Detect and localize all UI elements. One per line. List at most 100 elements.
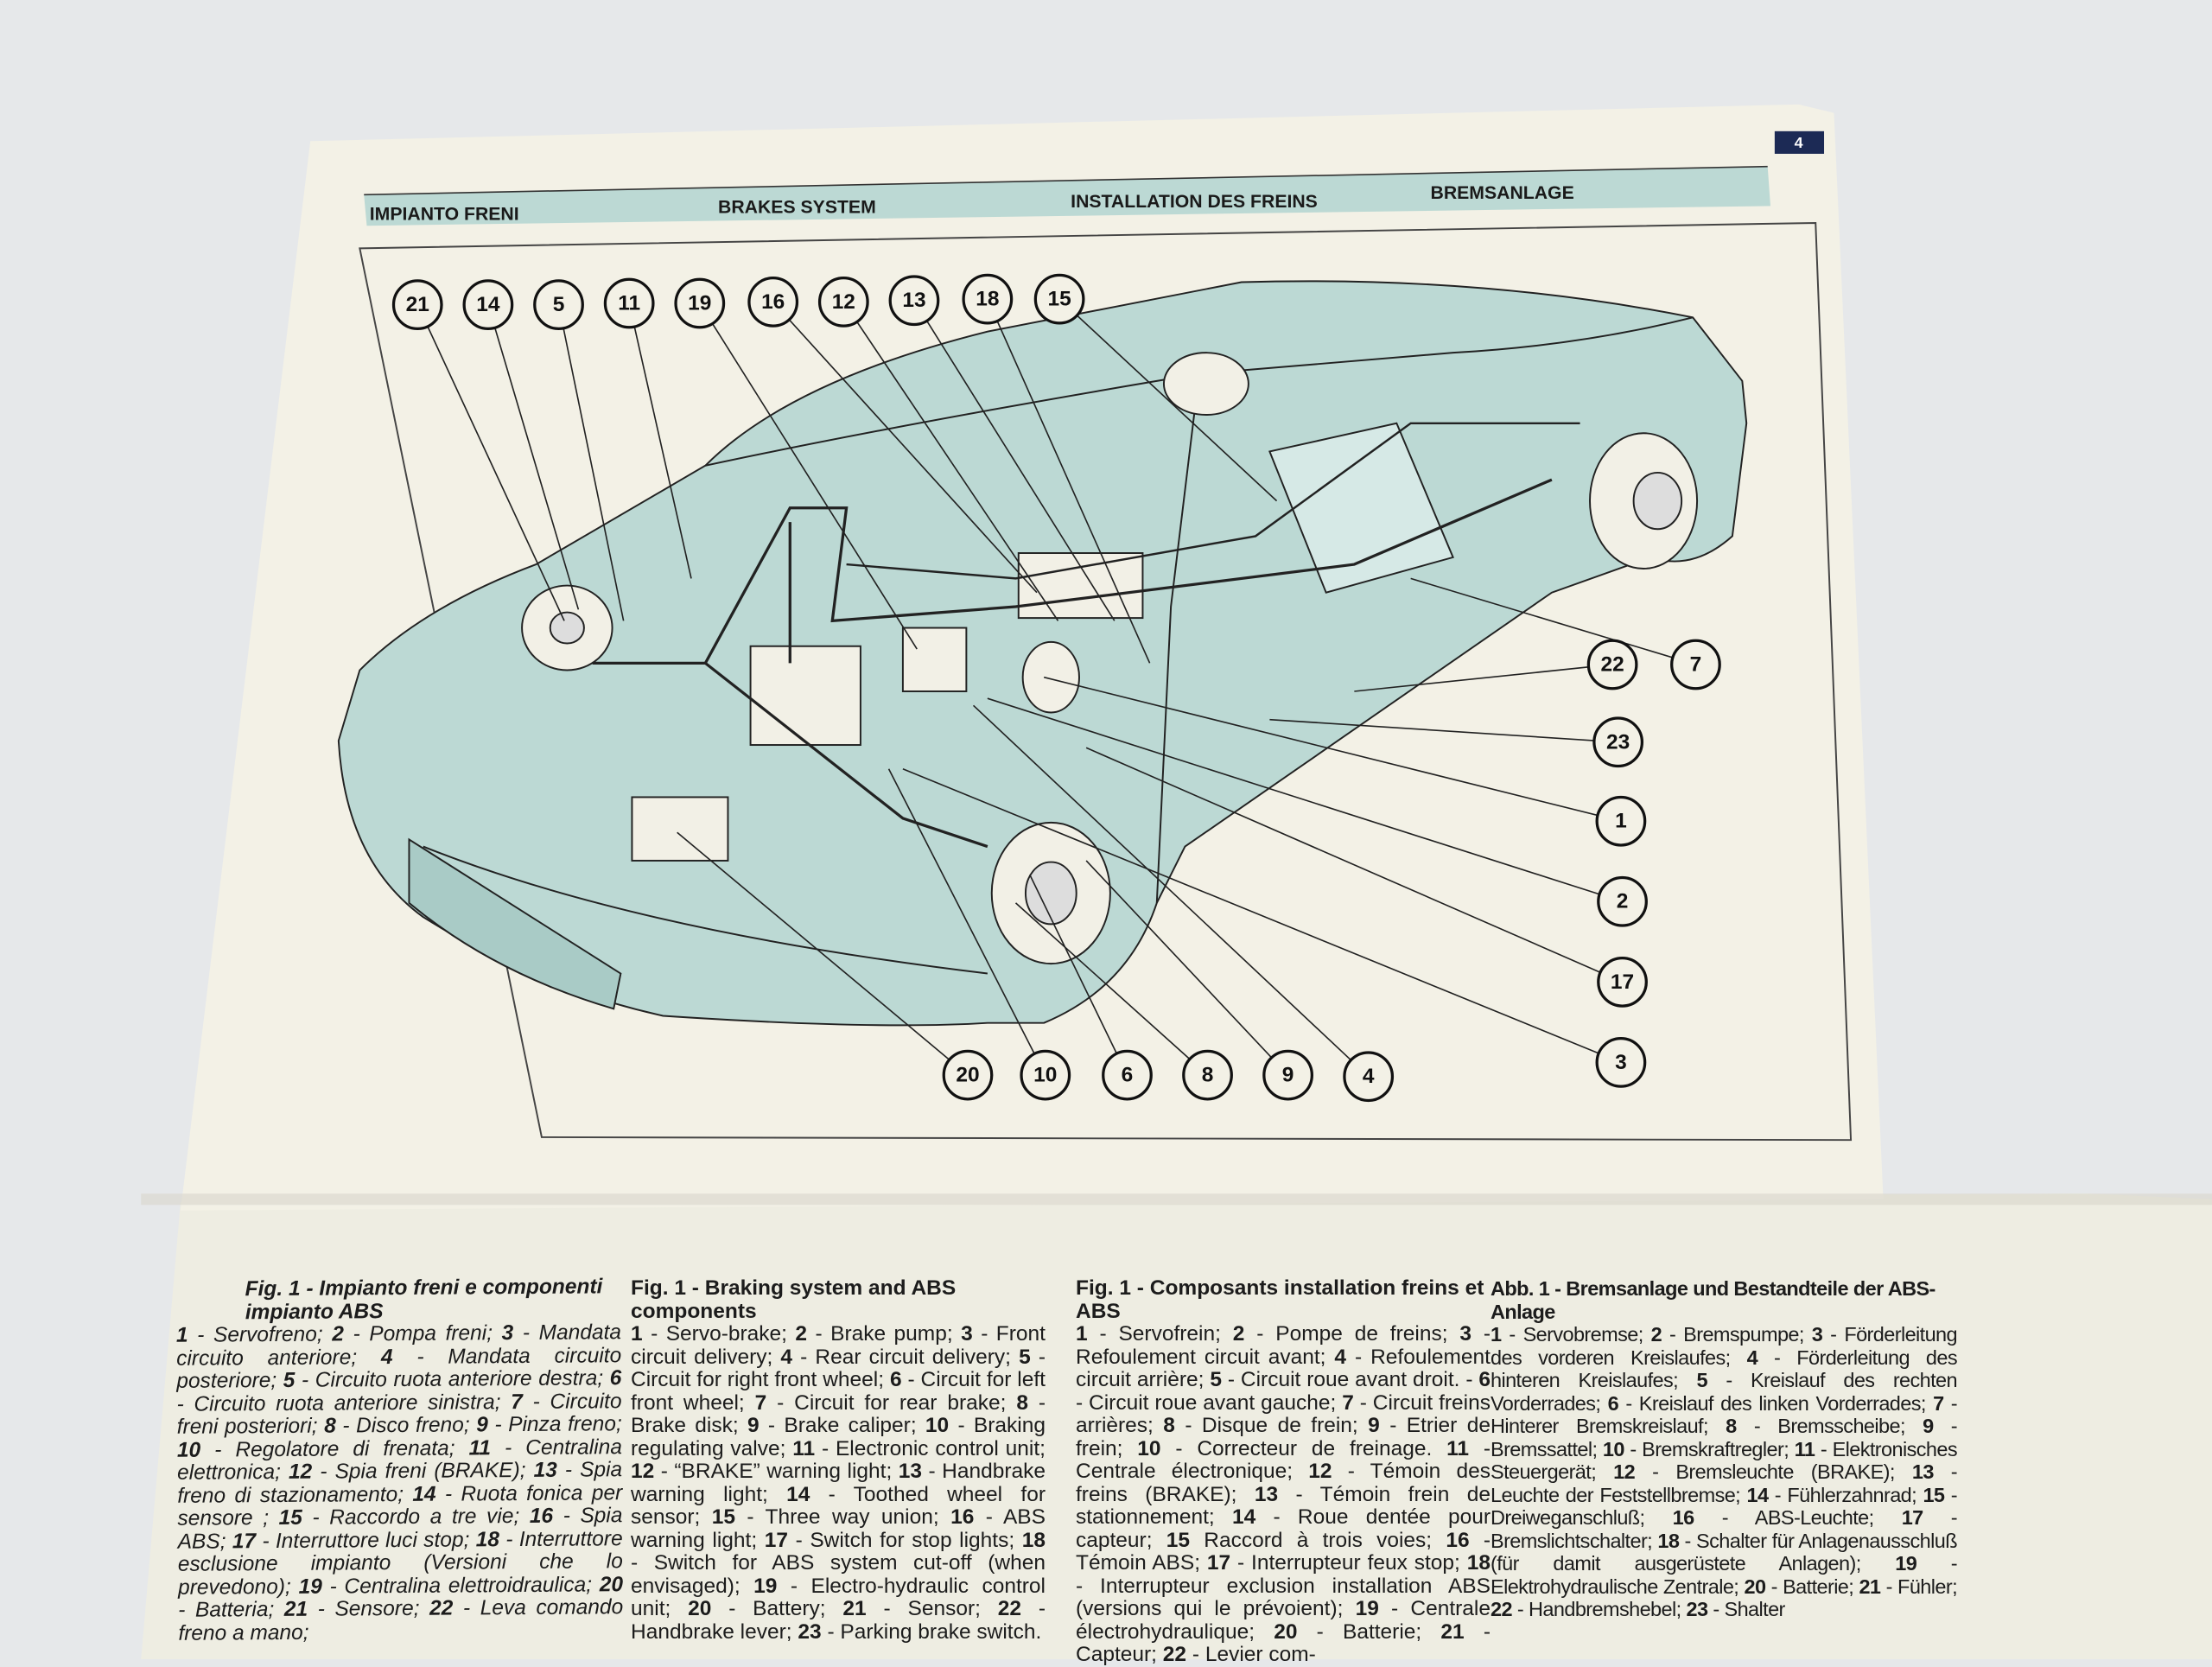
item-number: 21 — [842, 1597, 867, 1620]
item-number: 12 — [1613, 1460, 1636, 1483]
item-number: 22 — [1491, 1598, 1513, 1620]
item-number: 16 — [529, 1504, 554, 1528]
item-text: - Centrale électronique; — [1076, 1436, 1491, 1483]
item-number: 15 — [1166, 1528, 1191, 1552]
item-text: - Bremspumpe; — [1662, 1323, 1812, 1346]
callout-marker: 19 — [674, 277, 726, 329]
item-text: - Témoin ABS; — [1076, 1528, 1491, 1575]
item-text: Raccord à trois voies; — [1190, 1528, 1446, 1552]
item-text: - Circuit freins arrières; — [1076, 1390, 1491, 1437]
callout-number: 10 — [1033, 1064, 1057, 1087]
callout-number: 6 — [1122, 1064, 1134, 1087]
item-number: 22 — [429, 1596, 454, 1620]
item-number: 1 — [1076, 1322, 1088, 1346]
item-number: 22 — [1162, 1643, 1187, 1666]
item-number: 13 — [1911, 1460, 1935, 1483]
caption-french: Fig. 1 - Composants installation freins … — [1076, 1276, 1491, 1667]
callout-number: 9 — [1282, 1064, 1294, 1087]
item-text: - Refoulement circuit arrière; — [1076, 1345, 1491, 1391]
item-number: 5 — [1210, 1368, 1222, 1391]
item-number: 5 — [1696, 1369, 1707, 1391]
item-text: - Front circuit delivery; — [631, 1322, 1046, 1369]
item-number: 14 — [1746, 1483, 1769, 1506]
item-text: - Shalter — [1707, 1598, 1785, 1620]
callout-number: 7 — [1690, 652, 1702, 676]
callout-number: 1 — [1615, 810, 1627, 833]
item-number: 19 — [1895, 1552, 1917, 1575]
item-text: - Brake disk; — [631, 1390, 1046, 1437]
item-text: - Roue dentée pour capteur; — [1076, 1505, 1491, 1552]
leader-line — [913, 300, 1116, 621]
leader-line — [987, 697, 1623, 903]
item-number: 13 — [898, 1460, 923, 1483]
leader-line — [487, 304, 580, 610]
item-number: 18 — [475, 1527, 500, 1551]
item-number: 19 — [298, 1575, 322, 1599]
item-text: - Brake caliper; — [759, 1414, 925, 1437]
callout-number: 11 — [618, 292, 640, 315]
item-text: - Rear circuit delivery; — [792, 1345, 1020, 1369]
callout-marker: 13 — [888, 275, 940, 327]
item-number: 15 — [278, 1505, 302, 1530]
item-number: 17 — [232, 1529, 257, 1553]
item-number: 18 — [1657, 1529, 1680, 1552]
item-text: - Brake pump; — [807, 1322, 962, 1346]
caption-title: Fig. 1 - Impianto freni e componenti imp… — [245, 1275, 603, 1324]
callout-number: 19 — [688, 292, 711, 315]
item-number: 6 — [889, 1368, 902, 1391]
item-text: - Témoin des freins (BRAKE); — [1076, 1460, 1491, 1506]
callout-marker: 1 — [1595, 795, 1647, 847]
callout-marker: 22 — [1586, 639, 1638, 690]
item-number: 3 — [1459, 1322, 1471, 1346]
item-text: - Disco freno; — [335, 1413, 477, 1438]
item-number: 8 — [324, 1414, 336, 1438]
item-number: 3 — [961, 1322, 973, 1346]
item-text: - Handbrake warning light; — [631, 1460, 1046, 1506]
leader-line — [987, 298, 1151, 664]
item-number: 12 — [1308, 1460, 1332, 1483]
item-number: 11 — [1794, 1437, 1815, 1460]
callout-number: 18 — [976, 288, 999, 311]
item-text: - Sensore; — [307, 1596, 430, 1621]
leader-line — [1029, 874, 1128, 1076]
item-number: 4 — [380, 1345, 393, 1369]
item-number: 7 — [1933, 1391, 1944, 1415]
item-text: - Interrupteur feux stop; — [1230, 1551, 1467, 1575]
item-text: - Pompe de freins; — [1244, 1322, 1460, 1346]
callout-marker: 11 — [603, 277, 655, 329]
callout-marker: 5 — [533, 279, 584, 331]
header-en: BRAKES SYSTEM — [718, 198, 876, 218]
callout-number: 4 — [1363, 1065, 1375, 1088]
lower-page — [141, 1193, 2212, 1659]
item-number: 8 — [1726, 1415, 1737, 1437]
item-number: 23 — [1686, 1598, 1708, 1620]
callout-marker: 16 — [747, 277, 799, 328]
item-text: - Centrale électrohydraulique; — [1076, 1597, 1491, 1644]
callout-number: 14 — [476, 293, 500, 316]
leader-line — [1410, 577, 1696, 665]
item-number: 20 — [1744, 1575, 1766, 1598]
item-text: - Circuit for right front wheel; — [631, 1345, 1046, 1391]
item-text: - Dreiweganschluß; — [1491, 1483, 1958, 1530]
item-number: 19 — [753, 1574, 778, 1598]
item-text: - Three way union; — [735, 1505, 951, 1529]
item-text: - Schalter für Anlagenausschluß (für dam… — [1491, 1529, 1958, 1575]
leader-line — [1085, 860, 1289, 1076]
item-number: 21 — [1440, 1619, 1465, 1644]
item-text: - ABS warning light; — [631, 1505, 1046, 1552]
item-text: - Raccordo a tre vie; — [302, 1504, 530, 1530]
item-number: 21 — [1859, 1575, 1881, 1598]
leader-line — [628, 302, 692, 579]
callout-number: 15 — [1048, 288, 1071, 311]
item-text: - Switch for ABS system cut-off (when en… — [631, 1551, 1046, 1598]
leader-line — [772, 301, 1038, 594]
item-number: 5 — [283, 1368, 296, 1392]
item-text: - Circuit roue avant gauche; — [1076, 1390, 1343, 1415]
item-text: - Elektronisches Steuergerät; — [1491, 1437, 1958, 1484]
item-text: - Sensor; — [866, 1597, 998, 1620]
item-number: 22 — [997, 1597, 1021, 1620]
item-number: 4 — [780, 1345, 793, 1369]
item-text: - Centralina elettroidraulica; — [321, 1572, 600, 1599]
item-number: 9 — [1368, 1414, 1380, 1437]
